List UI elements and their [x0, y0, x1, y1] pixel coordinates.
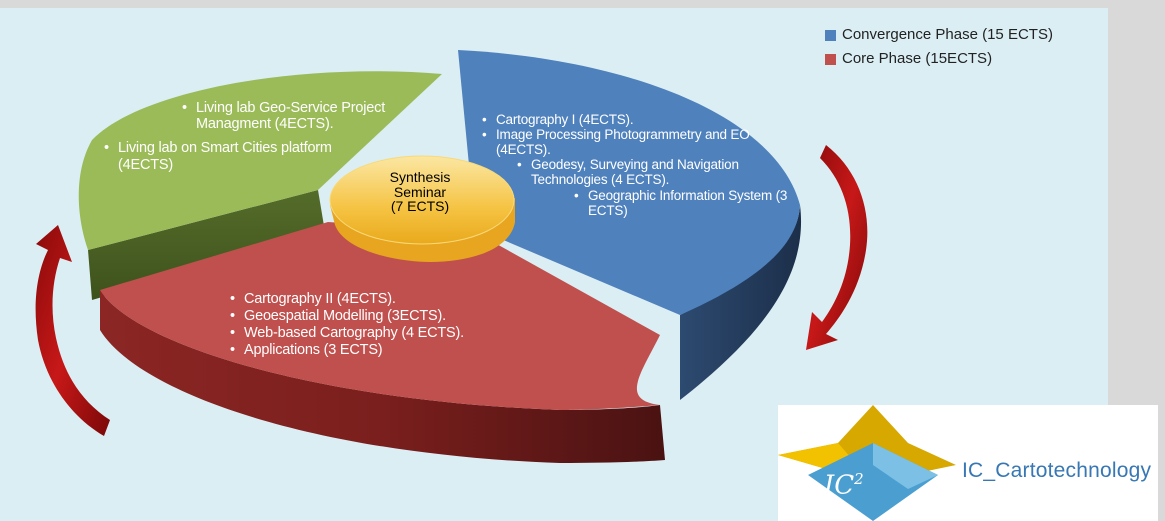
center-label: Synthesis Seminar (7 ECTS): [330, 170, 510, 214]
red-segment-text: Cartography II (4ECTS). Geoespatial Mode…: [230, 291, 560, 360]
legend-label-core: Core Phase (15ECTS): [842, 49, 993, 67]
blue-item-1: Cartography I (4ECTS).: [482, 112, 792, 127]
red-item-1: Cartography II (4ECTS).: [230, 291, 560, 308]
green-item-2: Living lab on Smart Cities platform (4EC…: [104, 140, 346, 172]
legend-label-convergence: Convergence Phase (15 ECTS): [842, 26, 1053, 43]
blue-item-2: Image Processing Photogrammetry and EO (…: [482, 127, 776, 157]
center-label-line3: (7 ECTS): [390, 198, 450, 215]
red-item-2: Geoespatial Modelling (3ECTS).: [230, 308, 560, 325]
blue-segment-side: [680, 205, 802, 400]
logo-mark: IC2: [824, 470, 864, 501]
blue-segment-text: Cartography I (4ECTS). Image Processing …: [482, 112, 792, 218]
logo-mark-text: IC: [824, 470, 855, 501]
cycle-arrow-right-icon: [806, 145, 868, 350]
red-item-3: Web-based Cartography (4 ECTS).: [230, 325, 560, 342]
legend-item-convergence: Convergence Phase (15 ECTS): [825, 24, 1082, 46]
red-item-4: Applications (3 ECTS): [230, 342, 560, 359]
green-segment-side: [88, 190, 325, 300]
center-label-line1: Synthesis: [389, 169, 451, 185]
center-label-line2: Seminar: [393, 183, 447, 200]
red-segment-side: [100, 290, 665, 463]
logo-text: IC_Cartotechnology: [962, 459, 1152, 482]
legend-item-core: Core Phase (15ECTS): [825, 48, 1075, 70]
logo-mark-superscript: 2: [854, 470, 864, 488]
green-segment-text: Living lab Geo-Service Project Managment…: [104, 100, 385, 173]
cycle-arrow-left-icon: [35, 225, 110, 436]
center-cylinder-top: [329, 155, 515, 245]
legend-swatch-blue: [825, 30, 836, 41]
green-item-1: Living lab Geo-Service Project Managment…: [182, 100, 386, 132]
blue-item-3: Geodesy, Surveying and Navigation Techno…: [517, 157, 771, 187]
logo-mark-graphic: [778, 405, 956, 521]
legend-swatch-red: [825, 53, 836, 65]
blue-item-4: Geographic Information System (3 ECTS): [574, 188, 788, 218]
legend: Convergence Phase (15 ECTS) Core Phase (…: [825, 24, 1075, 70]
center-cylinder: [329, 155, 515, 262]
